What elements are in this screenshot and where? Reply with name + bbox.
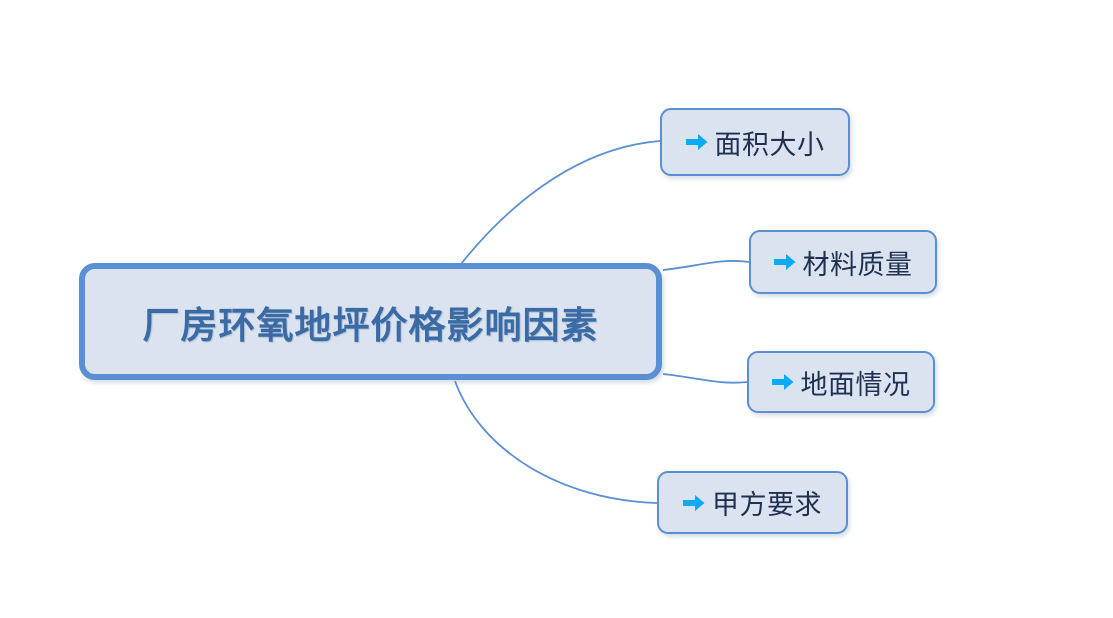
branch-node-ground-condition[interactable]: 地面情况 <box>747 351 935 413</box>
branch-label: 甲方要求 <box>712 490 822 520</box>
arrow-right-icon <box>771 373 794 391</box>
branch-content: 材料质量 <box>773 243 913 282</box>
connector-to-branch-4 <box>454 380 658 504</box>
arrow-right-icon <box>773 253 796 271</box>
arrow-right-icon <box>683 494 705 512</box>
branch-node-material-quality[interactable]: 材料质量 <box>749 230 937 294</box>
arrow-right-icon <box>685 133 708 151</box>
branch-content: 地面情况 <box>771 363 911 402</box>
connector-to-branch-3 <box>662 373 748 384</box>
branch-label: 地面情况 <box>800 369 911 400</box>
branch-node-area-size[interactable]: 面积大小 <box>660 108 850 176</box>
branch-content: 甲方要求 <box>683 483 822 522</box>
connector-to-branch-1 <box>460 140 661 265</box>
branch-label: 材料质量 <box>802 249 913 280</box>
branch-label: 面积大小 <box>714 129 825 160</box>
branch-node-client-requirement[interactable]: 甲方要求 <box>657 471 848 534</box>
central-node-label: 厂房环氧地坪价格影响因素 <box>142 304 599 346</box>
branch-content: 面积大小 <box>685 123 825 162</box>
connector-to-branch-2 <box>662 260 750 271</box>
central-node[interactable]: 厂房环氧地坪价格影响因素 <box>79 263 662 380</box>
